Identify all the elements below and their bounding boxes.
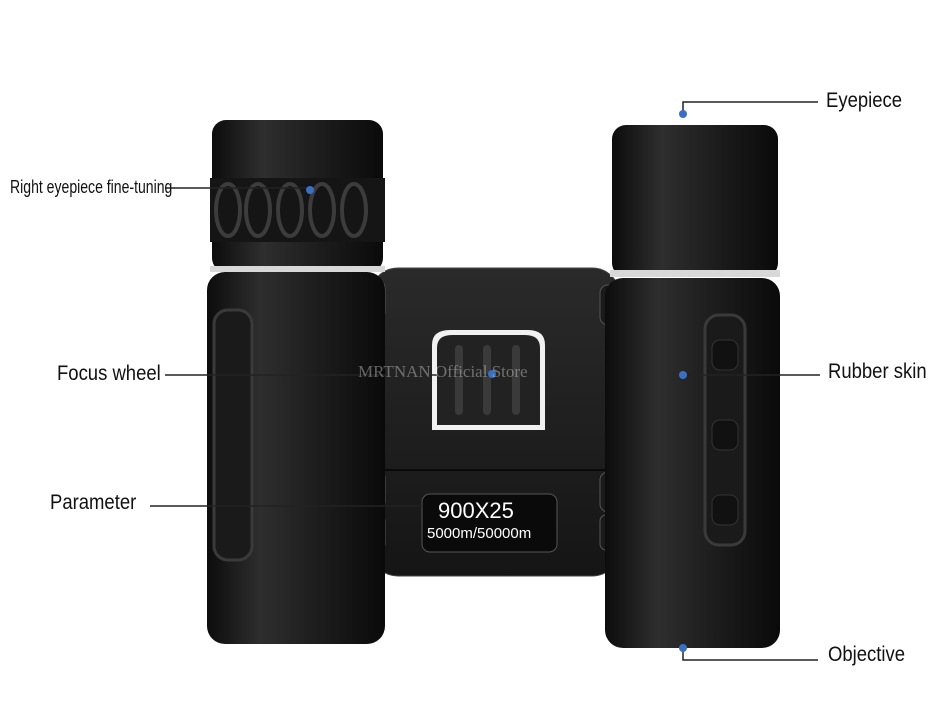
badge-range: 5000m/50000m (427, 525, 532, 542)
focus-wheel (432, 330, 545, 430)
label-eyepiece: Eyepiece (826, 89, 903, 112)
callout-dots (306, 110, 687, 652)
callout-lines (150, 101, 820, 661)
watermark: MRTNAN Official Store (358, 362, 528, 381)
label-fine-tuning: Right eyepiece fine-tuning (10, 177, 173, 197)
label-focus-wheel: Focus wheel (57, 362, 161, 385)
label-objective: Objective (828, 643, 906, 666)
label-rubber-skin: Rubber skin (828, 360, 927, 383)
badge-model: 900X25 (438, 498, 514, 523)
parameter-badge (421, 493, 558, 553)
label-parameter: Parameter (50, 491, 137, 514)
right-barrel (605, 125, 780, 648)
left-barrel (207, 120, 385, 644)
